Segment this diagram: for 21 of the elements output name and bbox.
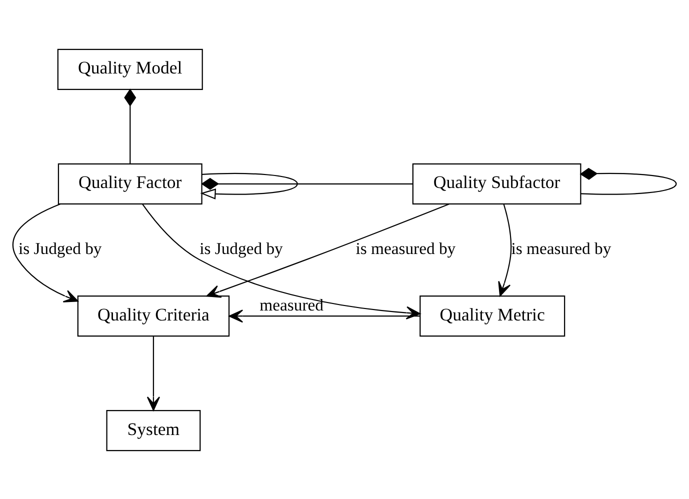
- arrow: [498, 203, 512, 296]
- node-box: Quality Metric: [420, 295, 566, 336]
- node-box: Quality Subfactor: [412, 162, 582, 204]
- arrow: [142, 203, 421, 319]
- edge-label: measured: [260, 295, 324, 314]
- edge-label: is measured by: [356, 238, 456, 258]
- edge-label: is measured by: [511, 238, 612, 258]
- edge-label: is Judged by: [200, 238, 283, 258]
- connector: [124, 88, 136, 164]
- node-box: Quality Criteria: [77, 295, 230, 336]
- node-box: Quality Model: [57, 48, 203, 90]
- edge-label: is Judged by: [18, 238, 102, 258]
- node-box: System: [106, 410, 201, 451]
- arrow: [228, 309, 420, 322]
- arrow: [12, 203, 78, 302]
- arrow: [146, 336, 160, 410]
- arrow: [200, 172, 298, 199]
- connector: [580, 167, 677, 194]
- connector: [201, 177, 413, 190]
- arrow: [206, 202, 450, 298]
- node-box: Quality Factor: [58, 162, 202, 204]
